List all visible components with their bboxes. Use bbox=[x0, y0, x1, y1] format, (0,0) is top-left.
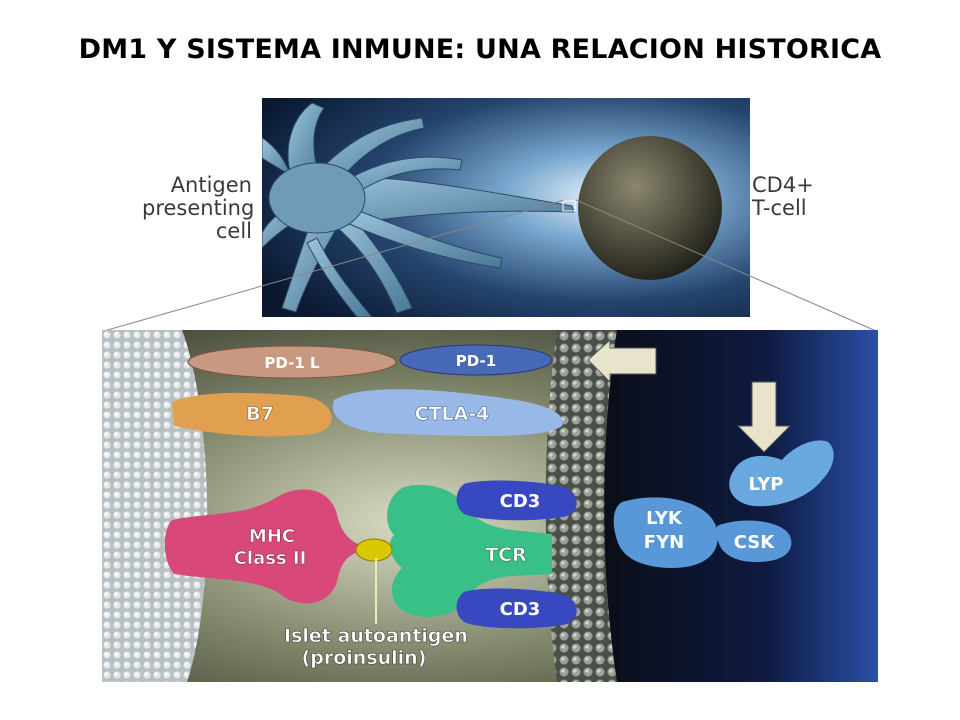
label-line: CD4+ bbox=[752, 173, 814, 197]
b7-label: B7 bbox=[246, 403, 274, 425]
label-line: presenting bbox=[142, 196, 255, 220]
ctla4-molecule bbox=[332, 389, 563, 437]
cd3-top-molecule bbox=[456, 480, 577, 521]
label-line: Antigen bbox=[170, 173, 252, 197]
islet-label-line2: (proinsulin) bbox=[302, 647, 427, 669]
lyp-phosphatase bbox=[729, 440, 834, 507]
mhc-class-ii-molecule bbox=[164, 489, 372, 604]
pd1l-ellipse bbox=[187, 345, 397, 379]
tcr-label: TCR bbox=[485, 544, 527, 566]
lyk-label: LYK bbox=[646, 508, 683, 529]
pd1-label: PD-1 bbox=[456, 352, 496, 370]
down-arrow-icon bbox=[736, 381, 792, 453]
contact-zoom-box bbox=[562, 200, 576, 212]
t-cell-membrane bbox=[545, 330, 617, 682]
islet-autoantigen bbox=[355, 538, 393, 562]
mhc-label-line1: MHC bbox=[249, 526, 295, 547]
label-line: cell bbox=[215, 219, 252, 243]
b7-molecule bbox=[172, 392, 332, 437]
cell-contact-illustration bbox=[262, 98, 750, 317]
page-title: DM1 Y SISTEMA INMUNE: UNA RELACION HISTO… bbox=[78, 34, 882, 65]
antigen-presenting-cell-label: Antigen presenting cell bbox=[142, 173, 255, 243]
label-line: T-cell bbox=[752, 196, 807, 220]
pd1l-label: PD-1 L bbox=[264, 354, 320, 372]
cd3-bottom-label: CD3 bbox=[500, 599, 541, 620]
zoom-line-right bbox=[575, 199, 877, 332]
csk-label: CSK bbox=[734, 532, 776, 553]
left-arrow-icon bbox=[587, 338, 657, 384]
fyn-label: FYN bbox=[644, 532, 684, 553]
csk-kinase bbox=[716, 520, 792, 562]
cd3-top-label: CD3 bbox=[500, 491, 541, 512]
apc-membrane bbox=[102, 330, 208, 682]
tcr-molecule bbox=[387, 484, 552, 617]
immune-synapse-diagram: PD-1 L PD-1 B7 CTLA-4 MHC Class II TCR C… bbox=[102, 330, 878, 682]
mhc-label-line2: Class II bbox=[234, 548, 307, 569]
pd1-ellipse bbox=[399, 344, 553, 376]
lyp-label: LYP bbox=[749, 474, 784, 495]
lyk-fyn-kinase bbox=[613, 497, 718, 568]
t-cell bbox=[578, 136, 722, 280]
apc-body bbox=[268, 162, 366, 234]
cd4-t-cell-label: CD4+ T-cell bbox=[752, 174, 862, 220]
islet-label-line1: Islet autoantigen bbox=[284, 625, 468, 647]
apc-dendrites bbox=[262, 102, 575, 317]
cd3-bottom-molecule bbox=[456, 588, 577, 629]
zoom-line-left bbox=[103, 199, 565, 332]
ctla4-label: CTLA-4 bbox=[415, 403, 490, 425]
